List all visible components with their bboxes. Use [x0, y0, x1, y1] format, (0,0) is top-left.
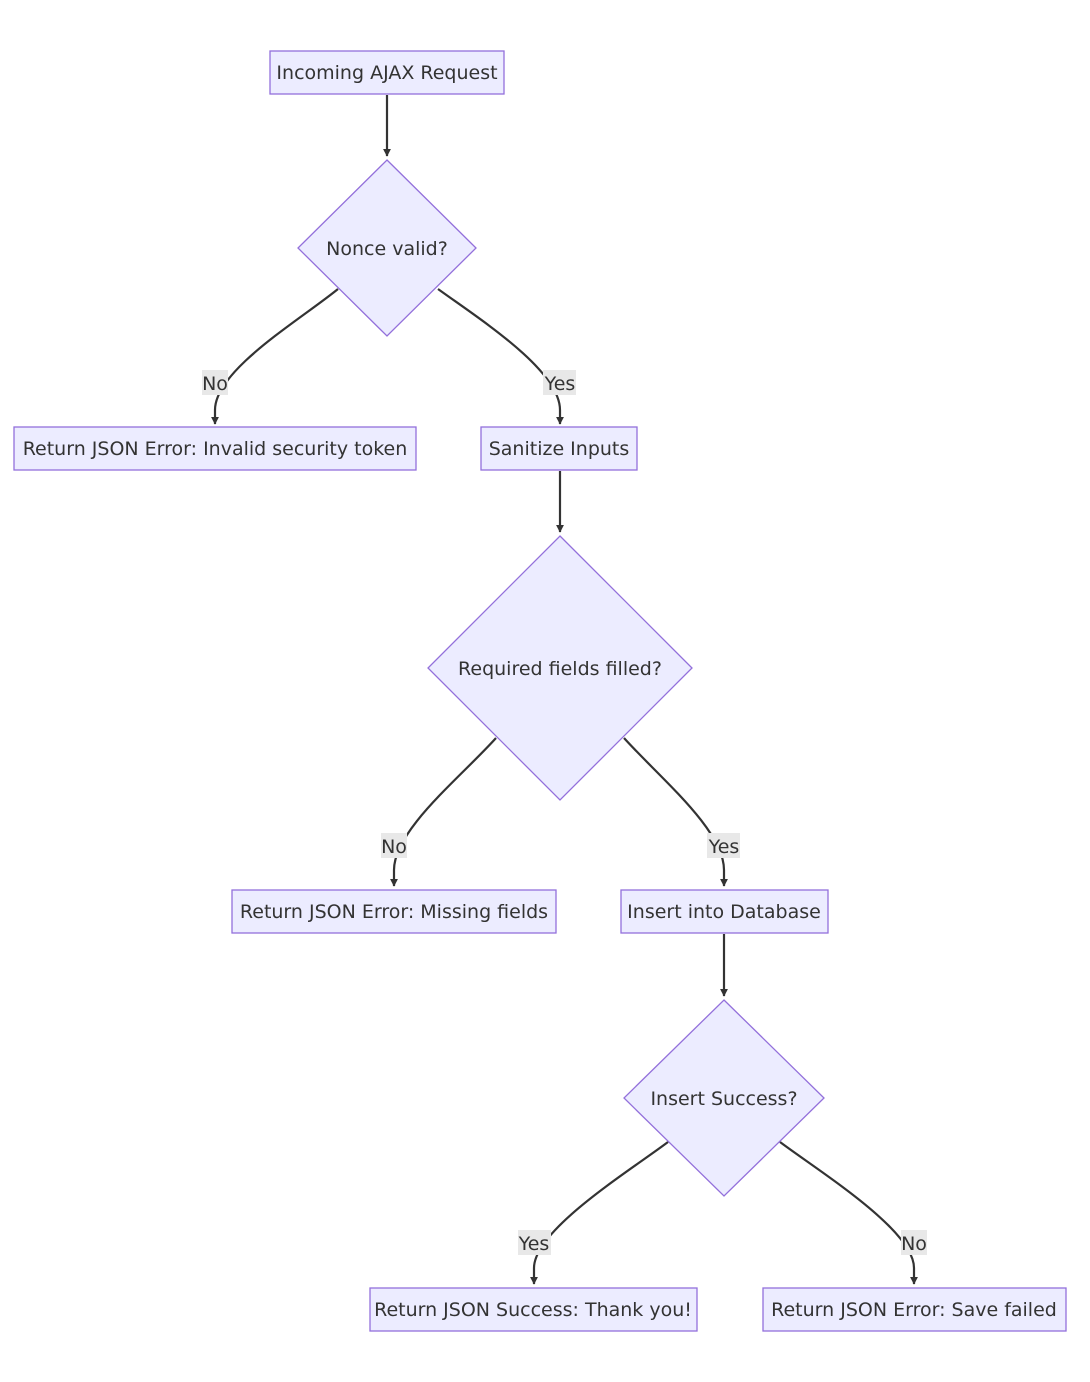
svg-text:Yes: Yes — [544, 373, 576, 395]
edge-nonce-yes — [437, 288, 564, 425]
node-incoming-ajax-request: Incoming AJAX Request — [269, 50, 505, 95]
svg-text:No: No — [381, 836, 407, 858]
node-insert-into-database: Insert into Database — [620, 889, 829, 934]
svg-text:Yes: Yes — [518, 1233, 550, 1255]
edge-label-nonce-no: No — [202, 370, 228, 395]
svg-text:Required fields filled?: Required fields filled? — [458, 658, 662, 680]
edge-label-required-no: No — [381, 833, 407, 858]
node-error-invalid-token: Return JSON Error: Invalid security toke… — [13, 426, 417, 471]
svg-text:Return JSON Error: Save failed: Return JSON Error: Save failed — [771, 1299, 1057, 1321]
edge-success-yes — [530, 1141, 669, 1285]
svg-text:Insert Success?: Insert Success? — [650, 1088, 797, 1110]
node-error-save-failed: Return JSON Error: Save failed — [762, 1287, 1067, 1332]
edge-success-no — [779, 1141, 918, 1285]
svg-text:Yes: Yes — [708, 836, 740, 858]
svg-text:Incoming AJAX Request: Incoming AJAX Request — [276, 62, 497, 84]
decision-nonce-valid: Nonce valid? — [297, 159, 477, 337]
edge-label-success-yes: Yes — [518, 1230, 551, 1255]
svg-text:Return JSON Success: Thank you: Return JSON Success: Thank you! — [374, 1299, 692, 1321]
decision-insert-success: Insert Success? — [623, 999, 825, 1197]
node-sanitize-inputs: Sanitize Inputs — [480, 426, 638, 471]
svg-text:Return JSON Error: Missing fie: Return JSON Error: Missing fields — [240, 901, 548, 923]
edge-label-required-yes: Yes — [707, 833, 740, 858]
svg-text:Nonce valid?: Nonce valid? — [326, 238, 448, 260]
edge-label-success-no: No — [901, 1230, 927, 1255]
edge-required-no — [390, 737, 497, 887]
svg-text:Sanitize Inputs: Sanitize Inputs — [489, 438, 630, 460]
edge-required-yes — [623, 737, 728, 887]
svg-text:Return JSON Error: Invalid sec: Return JSON Error: Invalid security toke… — [23, 438, 408, 460]
node-error-missing-fields: Return JSON Error: Missing fields — [231, 889, 557, 934]
edge-label-nonce-yes: Yes — [543, 370, 576, 395]
svg-text:Insert into Database: Insert into Database — [627, 901, 821, 923]
decision-required-fields: Required fields filled? — [427, 535, 693, 801]
svg-text:No: No — [901, 1233, 927, 1255]
edge-nonce-no — [211, 288, 339, 425]
svg-text:No: No — [202, 373, 228, 395]
node-success-thank-you: Return JSON Success: Thank you! — [369, 1287, 698, 1332]
